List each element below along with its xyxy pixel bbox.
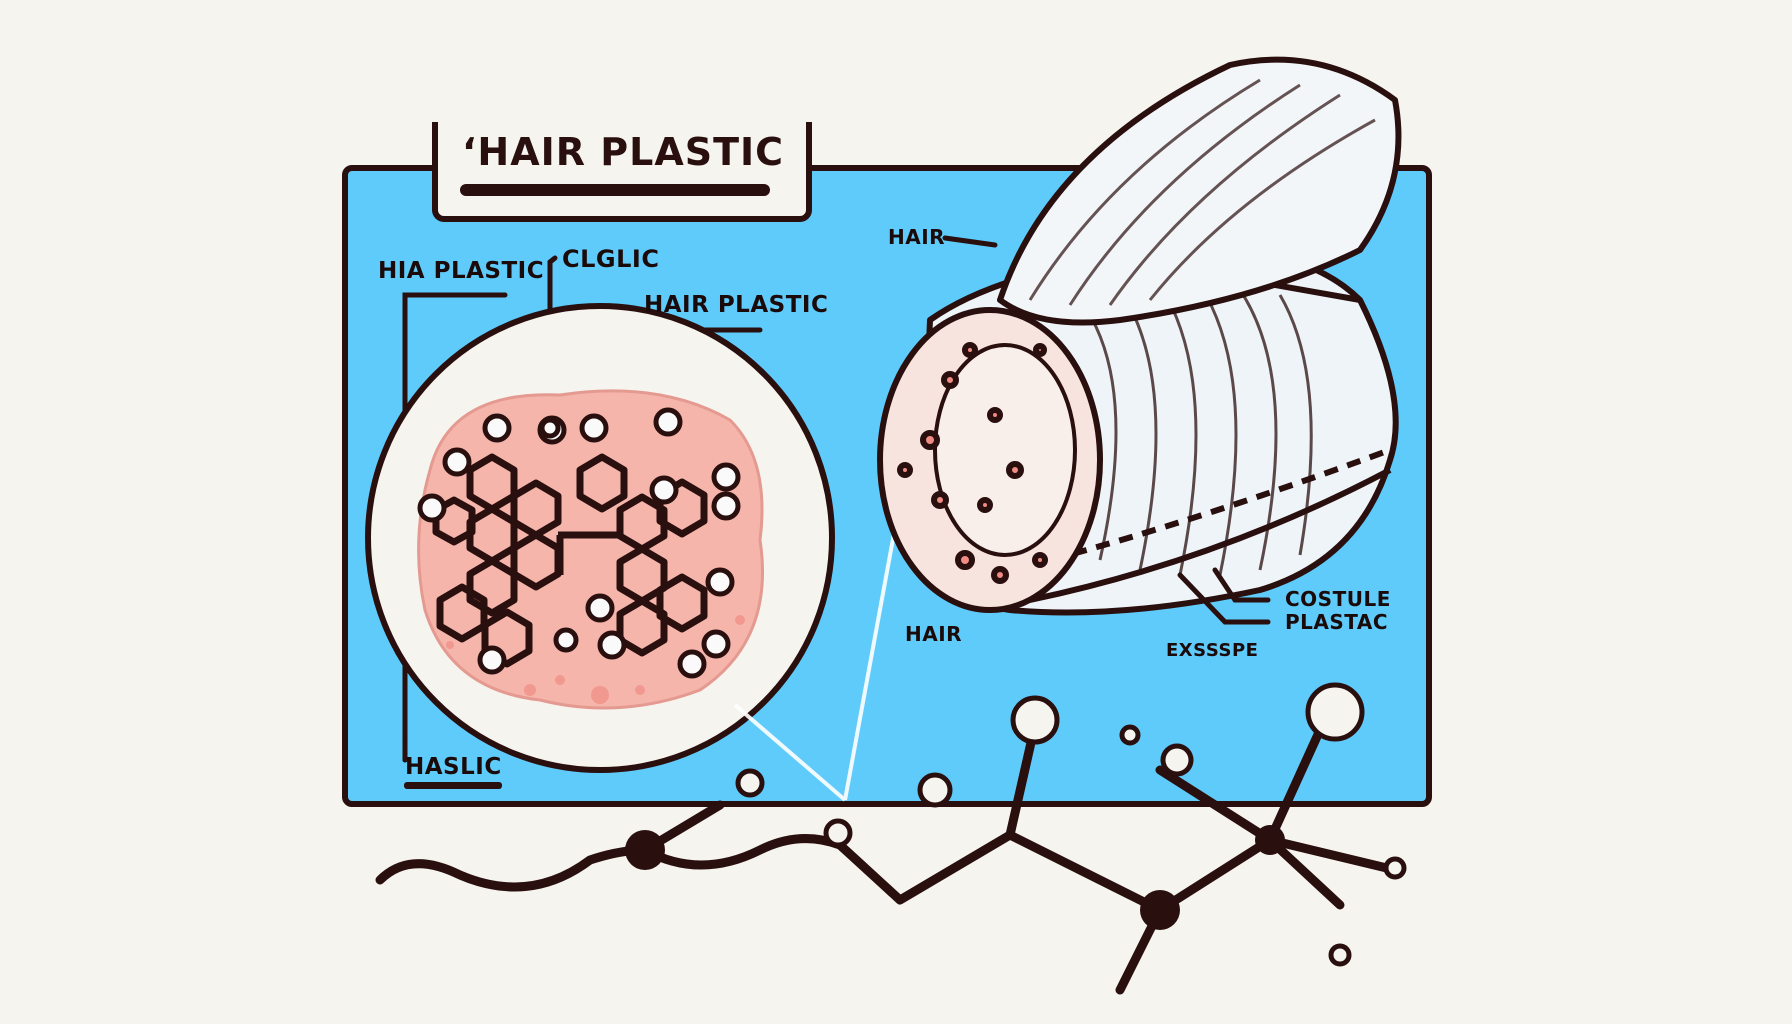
molecule-chain bbox=[375, 720, 1400, 995]
label-haslic: HASLIC bbox=[405, 754, 502, 780]
haslic-underline bbox=[404, 782, 502, 789]
hair-bundle bbox=[877, 56, 1402, 616]
molecule-dark-atoms bbox=[625, 825, 1285, 930]
label-exsspe: EXSSSPE bbox=[1166, 640, 1259, 661]
label-plastac: PLASTAC bbox=[1285, 610, 1389, 634]
magnified-circle bbox=[365, 303, 835, 773]
title-underline bbox=[460, 184, 770, 196]
label-hair-top: HAIR bbox=[888, 225, 946, 249]
diagram-title: ‘HAIR PLASTIC bbox=[462, 130, 785, 174]
label-hair-plastic: HAIR PLASTIC bbox=[644, 292, 829, 318]
label-clglic: CLGLIC bbox=[562, 245, 660, 273]
molecule-atoms bbox=[735, 682, 1407, 967]
label-hair-bottom: HAIR bbox=[905, 622, 963, 646]
label-costule: COSTULE bbox=[1285, 587, 1391, 611]
label-hia-plastic: HIA PLASTIC bbox=[378, 258, 545, 284]
leader-lines-right bbox=[942, 235, 1271, 625]
title-tab: ‘HAIR PLASTIC bbox=[432, 122, 812, 222]
